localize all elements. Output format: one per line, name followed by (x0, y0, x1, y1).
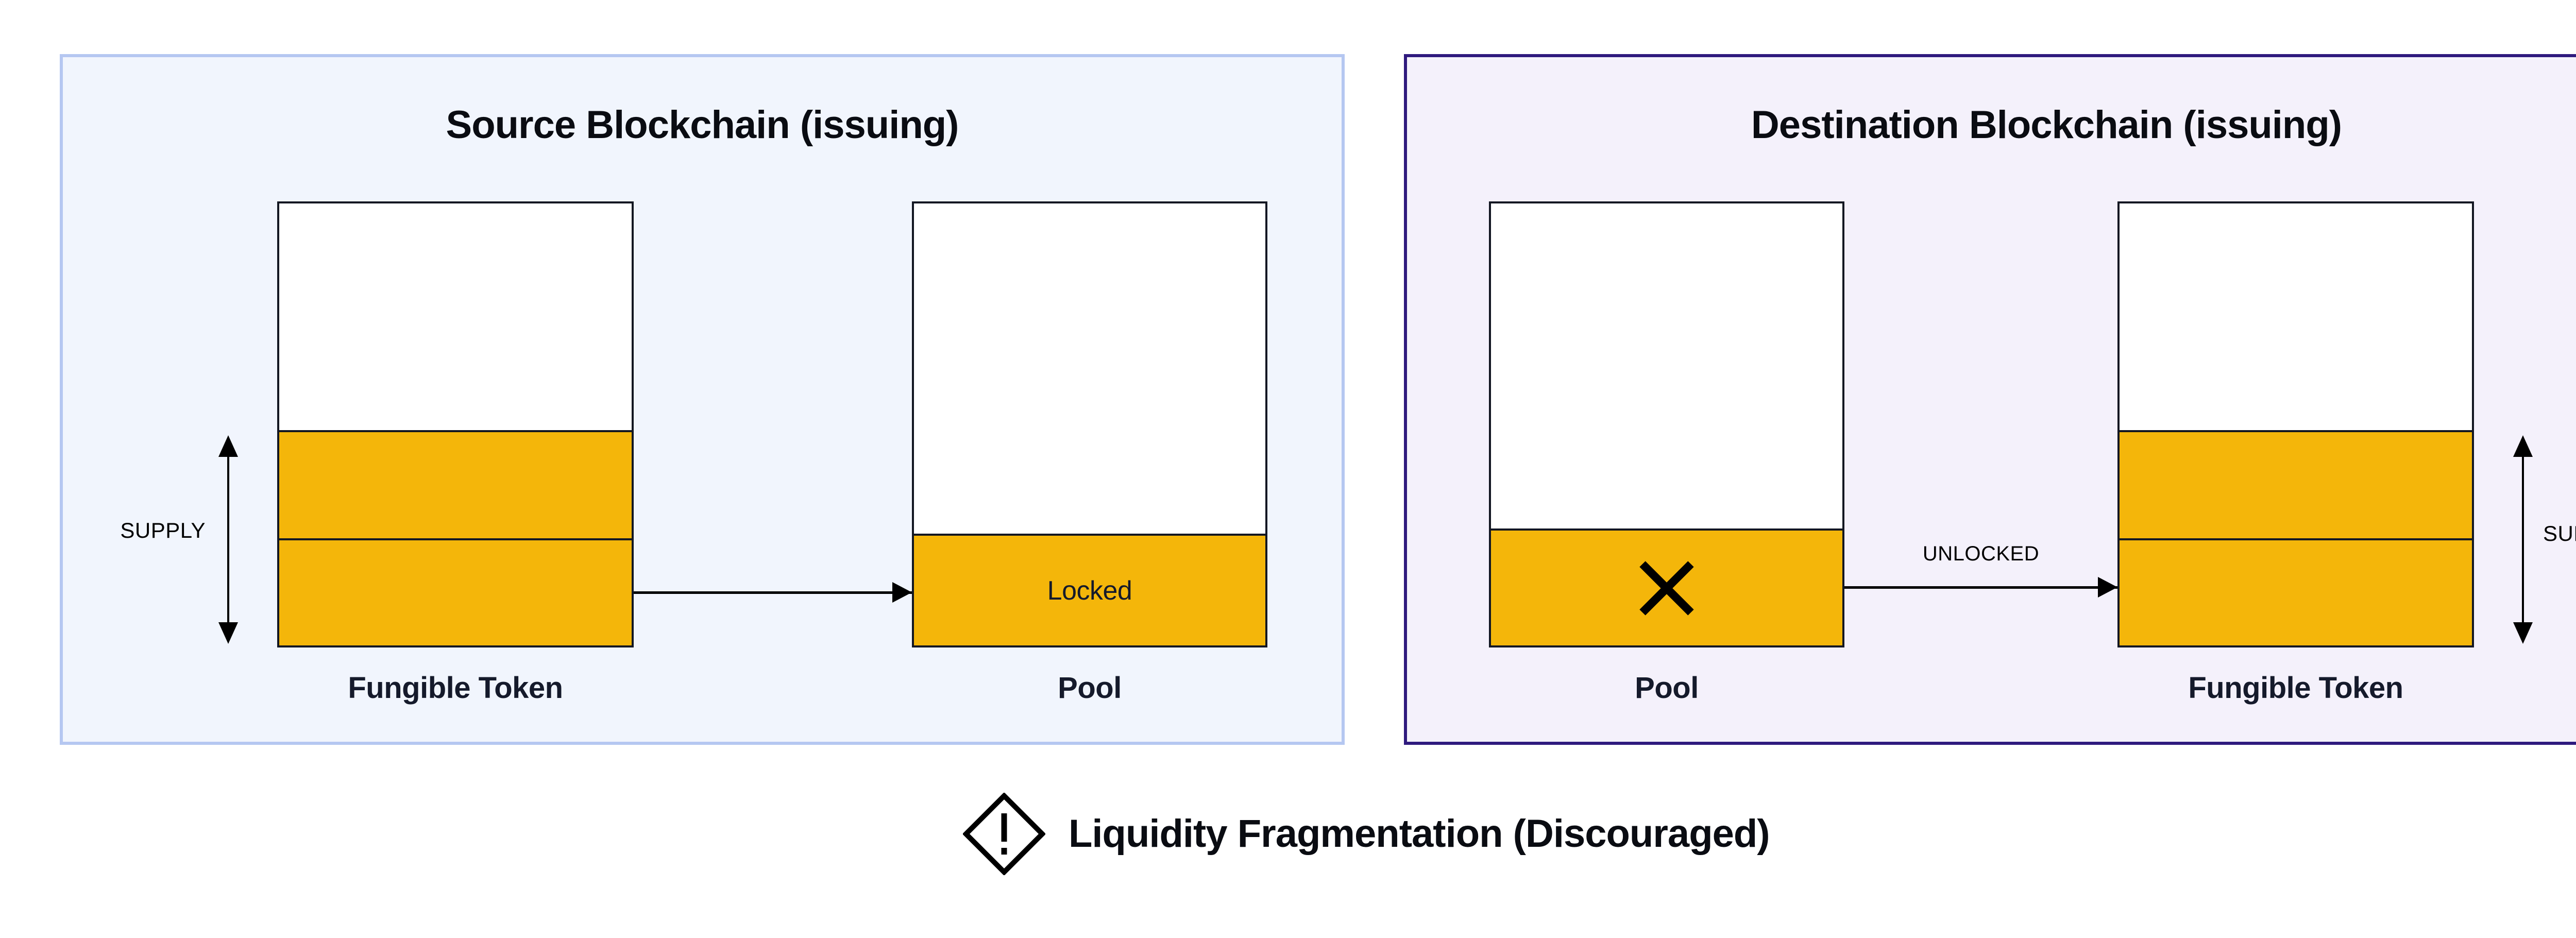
arrowhead-right-icon (892, 582, 912, 603)
locked-segment: Locked (914, 534, 1265, 645)
arrowhead-down-icon (218, 622, 238, 644)
supply-range-arrow-icon (218, 435, 238, 644)
pool-label: Pool (1058, 671, 1122, 705)
fungible-token-label: Fungible Token (348, 671, 563, 705)
warning-diamond-icon (962, 792, 1046, 878)
x-icon (1639, 560, 1694, 616)
pool-label: Pool (1635, 671, 1699, 705)
fungible-token-label: Fungible Token (2188, 671, 2403, 705)
source-panel: Source Blockchain (issuing) SUPPLY Locke… (60, 54, 1345, 745)
arrowhead-right-icon (2098, 577, 2117, 598)
supply-label: SUPPLY (2543, 521, 2576, 545)
source-panel-title: Source Blockchain (issuing) (446, 103, 959, 147)
supply-label: SUPPLY (120, 518, 206, 542)
destination-fungible-token-bar (2117, 201, 2474, 647)
caption-text: Liquidity Fragmentation (Discouraged) (1069, 812, 1770, 856)
unlocked-pool-segment (1491, 528, 1842, 645)
empty-supply-segment (279, 203, 632, 430)
supply-lower-segment (2120, 538, 2472, 645)
source-fungible-token-bar (277, 201, 634, 647)
empty-supply-segment (2120, 203, 2472, 430)
destination-panel-title: Destination Blockchain (issuing) (1751, 103, 2342, 147)
empty-pool-segment (914, 203, 1265, 534)
arrowhead-down-icon (2513, 622, 2533, 644)
destination-panel: Destination Blockchain (issuing) UNLOCKE… (1404, 54, 2576, 745)
locked-label: Locked (1047, 575, 1132, 606)
empty-pool-segment (1491, 203, 1842, 529)
supply-upper-segment (2120, 430, 2472, 538)
supply-lower-segment (279, 538, 632, 645)
supply-upper-segment (279, 430, 632, 538)
supply-range-arrow-icon (2513, 435, 2533, 644)
destination-pool-bar (1489, 201, 1844, 647)
unlocked-label: UNLOCKED (1922, 542, 2040, 565)
source-pool-bar: Locked (912, 201, 1267, 647)
